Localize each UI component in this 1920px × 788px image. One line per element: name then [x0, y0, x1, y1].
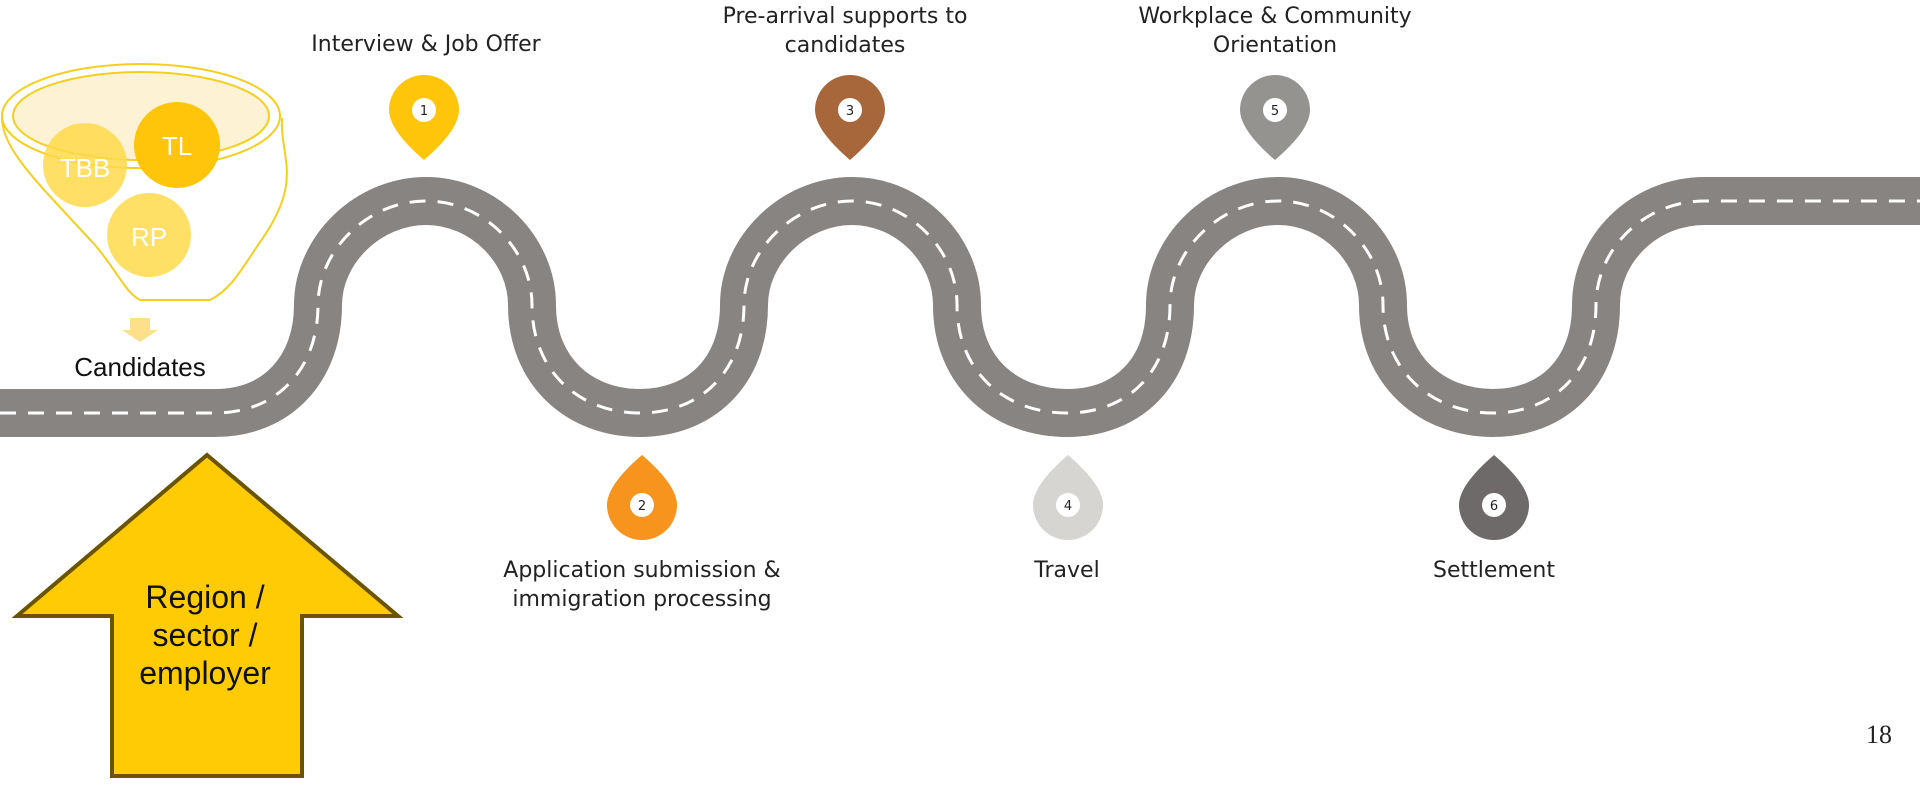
step-3-label-line: Pre-arrival supports to	[722, 4, 968, 29]
step-5-pin-badge	[1263, 98, 1287, 122]
page-number: 18	[1866, 720, 1892, 749]
funnel-circle-rp	[107, 193, 191, 277]
step-5-number: 5	[1271, 104, 1279, 119]
step-1-label-line: Interview & Job Offer	[311, 32, 541, 57]
step-5-label: Workplace & Community Orientation	[1115, 2, 1435, 60]
step-1-pin: 1	[389, 75, 459, 160]
step-3-pin-badge	[838, 98, 862, 122]
step-6-label-line: Settlement	[1433, 558, 1555, 583]
step-2-number: 2	[638, 499, 646, 514]
step-3-label: Pre-arrival supports to candidates	[685, 2, 1005, 60]
step-1-pin-badge	[412, 98, 436, 122]
step-2-pin-badge	[630, 493, 654, 517]
step-4-label: Travel	[907, 556, 1227, 585]
funnel-down-arrow-icon	[122, 318, 158, 342]
arrow-label: Region / sector / employer	[110, 578, 300, 692]
funnel-circle-tl	[134, 102, 220, 188]
step-3-pin: 3	[815, 75, 885, 160]
step-6-label: Settlement	[1334, 556, 1654, 585]
funnel-outline	[1, 117, 288, 301]
step-1-label: Interview & Job Offer	[266, 30, 586, 59]
arrow-label-line: Region /	[145, 579, 265, 615]
step-4-label-line: Travel	[1034, 558, 1100, 583]
step-6-pin-badge	[1482, 493, 1506, 517]
step-4-pin-badge	[1056, 493, 1080, 517]
step-2-label-line: immigration processing	[512, 587, 772, 612]
step-4-number: 4	[1064, 499, 1072, 514]
candidate-funnel: TBB TL RP	[1, 63, 288, 342]
road-center-line	[0, 199, 1920, 415]
step-3-number: 3	[846, 104, 854, 119]
region-sector-employer-arrow	[11, 452, 404, 778]
arrow-label-line: employer	[139, 655, 271, 691]
funnel-circle-label-tbb: TBB	[60, 153, 111, 183]
funnel-circle-label-rp: RP	[131, 222, 167, 252]
step-1-number: 1	[420, 104, 428, 119]
step-3-label-line: candidates	[784, 33, 906, 58]
step-2-label: Application submission & immigration pro…	[482, 556, 802, 614]
road-surface	[0, 177, 1920, 437]
candidates-label: Candidates	[74, 352, 206, 382]
winding-road	[0, 177, 1920, 437]
funnel-circle-label-tl: TL	[162, 131, 192, 161]
step-5-pin: 5	[1240, 75, 1310, 160]
step-2-pin: 2	[607, 455, 677, 540]
step-5-label-line: Workplace & Community	[1138, 4, 1412, 29]
step-pins: 1 2 3 4 5 6	[389, 75, 1529, 540]
step-5-label-line: Orientation	[1212, 33, 1338, 58]
arrow-label-line: sector /	[152, 617, 258, 653]
step-6-pin: 6	[1459, 455, 1529, 540]
funnel-circle-tbb	[43, 123, 127, 207]
step-6-number: 6	[1490, 499, 1498, 514]
step-4-pin: 4	[1033, 455, 1103, 540]
step-2-label-line: Application submission &	[503, 558, 781, 583]
